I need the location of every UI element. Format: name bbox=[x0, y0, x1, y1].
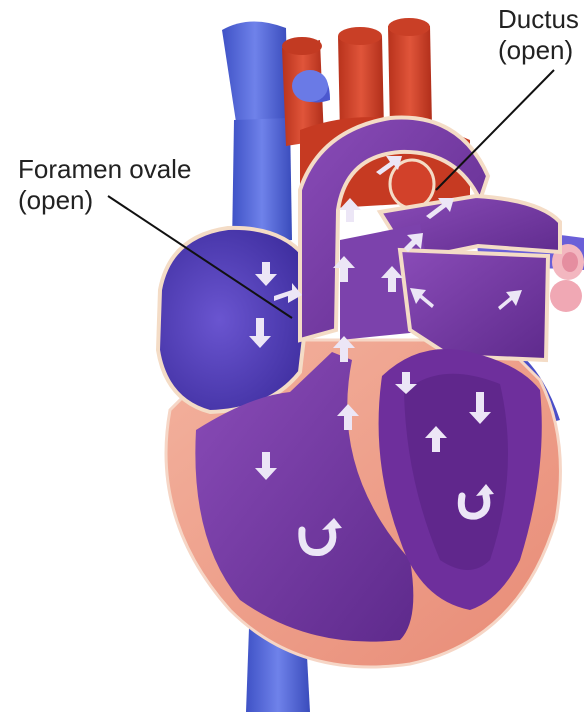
ductus-label-line1: Ductus bbox=[498, 4, 579, 35]
ductus-label-line2: (open) bbox=[498, 35, 579, 66]
right-atrium bbox=[158, 228, 312, 412]
ductus-label: Ductus (open) bbox=[498, 4, 579, 66]
foramen-ovale-label-line2: (open) bbox=[18, 185, 191, 216]
foramen-ovale-label-line1: Foramen ovale bbox=[18, 154, 191, 185]
foramen-ovale-label: Foramen ovale (open) bbox=[18, 154, 191, 216]
